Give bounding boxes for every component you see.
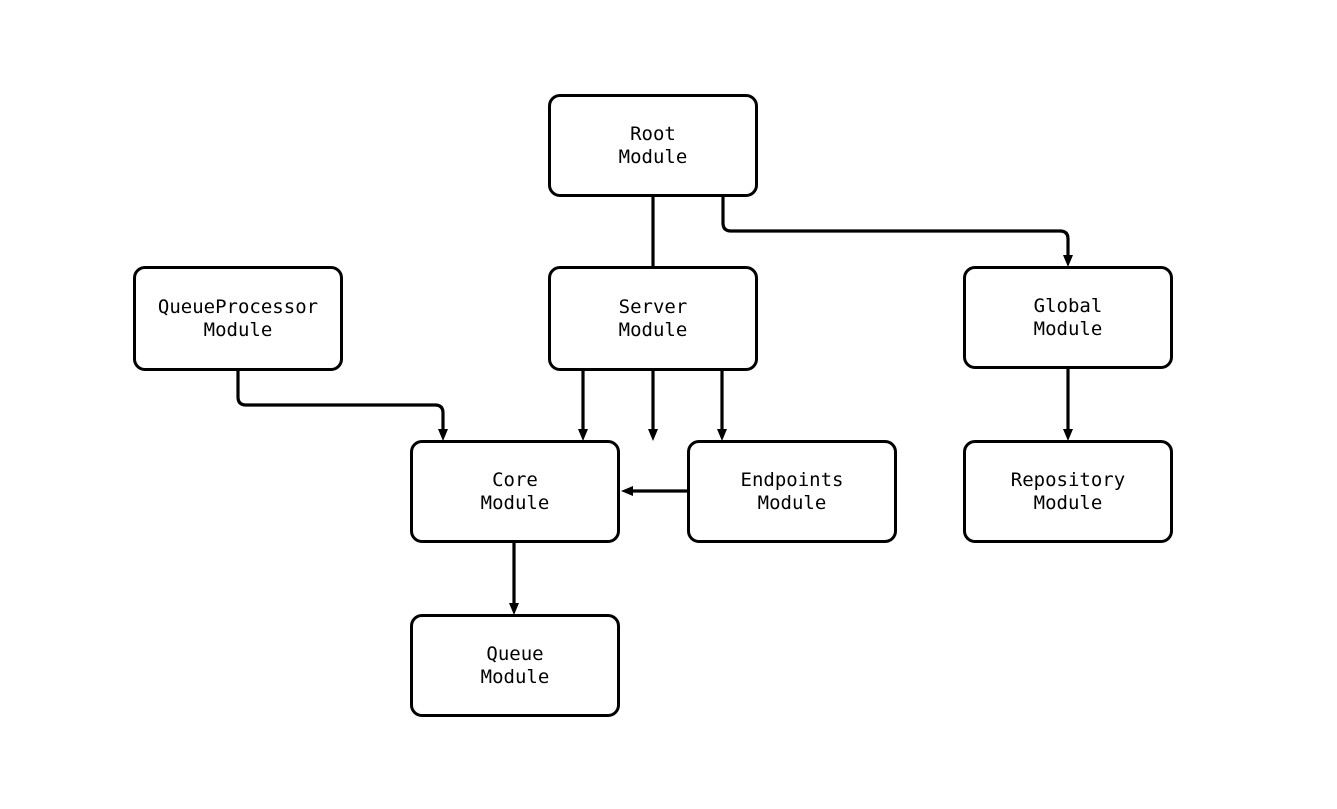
node-server-module[interactable]: Server Module — [548, 266, 758, 371]
node-queue-module[interactable]: Queue Module — [410, 614, 620, 717]
node-endpoints-module[interactable]: Endpoints Module — [687, 440, 897, 543]
node-repository-module-label: Repository Module — [1010, 468, 1126, 514]
node-global-module-label: Global Module — [1033, 294, 1103, 340]
node-core-module-label: Core Module — [480, 468, 550, 514]
node-server-module-label: Server Module — [618, 295, 688, 341]
node-core-module[interactable]: Core Module — [410, 440, 620, 543]
edge-root-to-global — [721, 197, 1073, 267]
edge-queueprocessor-to-core — [236, 371, 448, 441]
node-root-module[interactable]: Root Module — [548, 94, 758, 197]
node-queueprocessor-module[interactable]: QueueProcessor Module — [133, 266, 343, 371]
node-global-module[interactable]: Global Module — [963, 266, 1173, 369]
node-repository-module[interactable]: Repository Module — [963, 440, 1173, 543]
node-queue-module-label: Queue Module — [480, 642, 550, 688]
node-root-module-label: Root Module — [618, 122, 688, 168]
node-endpoints-module-label: Endpoints Module — [740, 468, 844, 514]
node-queueprocessor-module-label: QueueProcessor Module — [157, 295, 319, 341]
